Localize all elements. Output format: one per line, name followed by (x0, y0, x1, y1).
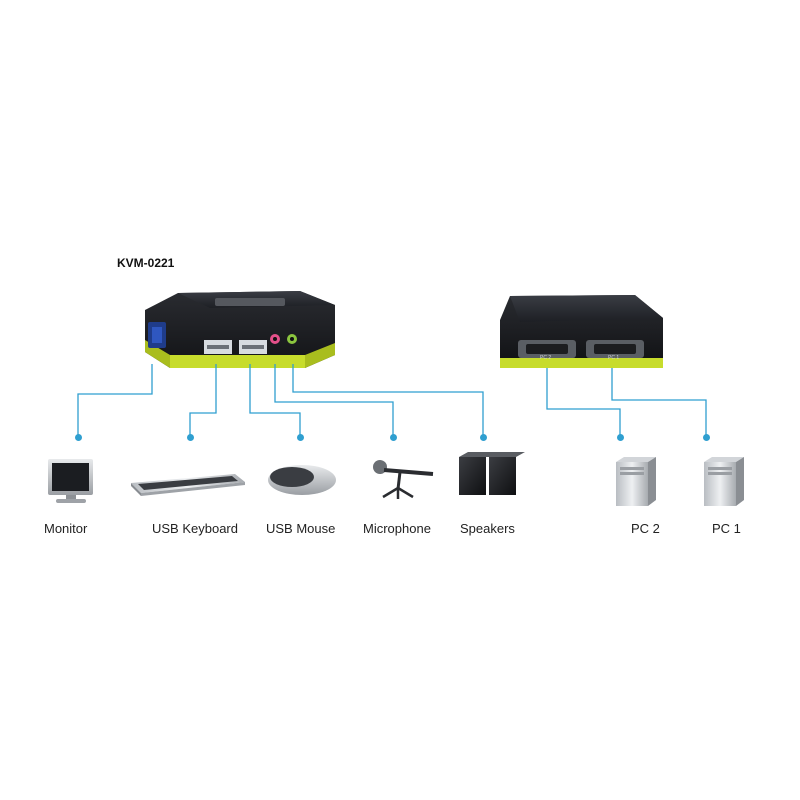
pc1-connector (611, 368, 707, 437)
mouse-connector (249, 364, 301, 437)
device-label-speakers: Speakers (460, 521, 515, 536)
device-label-pc2: PC 2 (631, 521, 660, 536)
speakers-endpoint-dot (480, 434, 487, 441)
monitor-endpoint-dot (75, 434, 82, 441)
pc2-endpoint-dot (617, 434, 624, 441)
microphone-endpoint-dot (390, 434, 397, 441)
speakers-icon (459, 452, 525, 495)
connector-lines (77, 364, 707, 437)
rear-port-label-pc2: PC 2 (540, 355, 552, 361)
device-label-pc1: PC 1 (712, 521, 741, 536)
device-label-monitor: Monitor (44, 521, 88, 536)
keyboard-connector (189, 364, 217, 437)
microphone-icon (373, 460, 434, 499)
pc1-endpoint-dot (703, 434, 710, 441)
monitor-connector (77, 364, 153, 437)
kvm-front-unit (145, 291, 335, 368)
kvm-rear-unit (500, 295, 663, 368)
rear-port-label-pc1: PC 1 (608, 355, 620, 361)
pc2-connector (546, 368, 621, 437)
mouse-endpoint-dot (297, 434, 304, 441)
device-label-keyboard: USB Keyboard (152, 521, 238, 536)
pc1-tower-icon (704, 457, 744, 506)
monitor-icon (48, 459, 93, 503)
pc2-tower-icon (616, 457, 656, 506)
keyboard-endpoint-dot (187, 434, 194, 441)
speakers-connector (292, 364, 484, 437)
product-title: KVM-0221 (117, 256, 175, 270)
keyboard-icon (131, 474, 245, 496)
microphone-connector (274, 364, 394, 437)
device-label-microphone: Microphone (363, 521, 431, 536)
device-label-mouse: USB Mouse (266, 521, 336, 536)
mouse-icon (268, 465, 336, 495)
